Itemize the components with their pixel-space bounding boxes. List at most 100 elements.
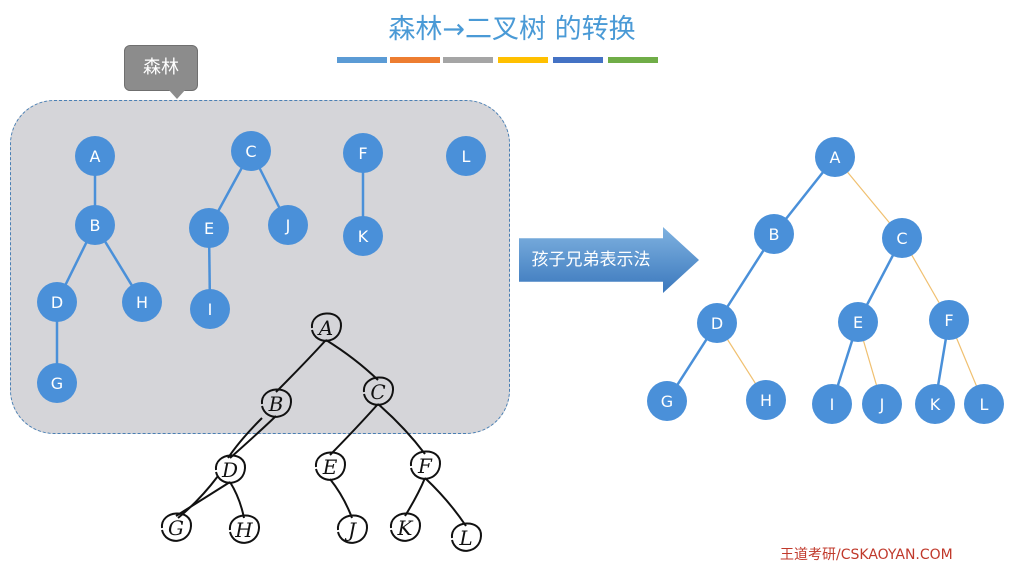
binary-nodes: A B C D H G E F I J K L	[647, 137, 1004, 424]
hand-edge-c-e	[329, 403, 379, 456]
hand-edge-d-h	[229, 481, 245, 519]
hand-node-outline	[336, 514, 369, 544]
hand-node-f: F	[409, 450, 442, 480]
binary-node-circle	[915, 384, 955, 424]
footer-text: 王道考研/CSKAOYAN.COM	[780, 547, 953, 563]
binary-node-label: I	[830, 395, 835, 414]
binary-node-g: G	[647, 381, 687, 421]
forest-node-circle	[190, 289, 230, 329]
hand-node-outline	[228, 514, 261, 544]
binary-node-c: C	[882, 218, 922, 258]
hand-node-label: C	[370, 380, 385, 404]
hand-node-outline	[450, 522, 483, 552]
binary-node-label: D	[711, 314, 723, 333]
hand-node-label: B	[268, 392, 284, 416]
hand-edge-e-j	[329, 478, 353, 519]
transform-arrow-label: 孩子兄弟表示法	[531, 250, 651, 270]
hand-node-a: A	[310, 312, 343, 342]
binary-node-k: K	[915, 384, 955, 424]
binary-node-a: A	[815, 137, 855, 177]
forest-node-circle	[75, 205, 115, 245]
forest-node-label: A	[90, 147, 101, 166]
forest-node-label: D	[51, 293, 63, 312]
hand-node-c: C	[362, 376, 395, 406]
forest-node-circle	[231, 131, 271, 171]
forest-node-d: D	[37, 282, 77, 322]
binary-node-b: B	[754, 214, 794, 254]
hand-edge-c-f	[377, 403, 426, 455]
forest-node-circle	[37, 363, 77, 403]
forest-node-circle	[343, 216, 383, 256]
hand-node-g: G	[160, 512, 193, 542]
binary-node-e: E	[838, 302, 878, 342]
forest-node-label: H	[136, 293, 148, 312]
binary-node-circle	[746, 380, 786, 420]
hand-edge-d-g	[175, 481, 231, 517]
title-bar-5	[553, 57, 603, 63]
hand-node-label: K	[397, 516, 414, 540]
binary-node-circle	[812, 384, 852, 424]
binary-node-label: J	[879, 395, 885, 414]
hand-node-label: A	[317, 316, 333, 340]
binary-edges	[665, 156, 985, 405]
forest-node-circle	[189, 208, 229, 248]
binary-node-label: A	[830, 148, 841, 167]
handwritten-tree: A B C D E F G H J K L	[160, 312, 483, 552]
forest-node-i: I	[190, 289, 230, 329]
binary-node-j: J	[862, 384, 902, 424]
forest-node-e: E	[189, 208, 229, 248]
binary-node-circle	[647, 381, 687, 421]
hand-node-e: E	[314, 451, 347, 481]
forest-node-label: I	[208, 300, 213, 319]
hand-node-label: F	[417, 454, 433, 478]
binary-node-circle	[838, 302, 878, 342]
forest-node-label: E	[204, 219, 214, 238]
forest-node-circle	[122, 282, 162, 322]
binary-node-circle	[882, 218, 922, 258]
binary-node-label: F	[944, 311, 953, 330]
forest-node-circle	[75, 136, 115, 176]
binary-node-label: E	[853, 313, 863, 332]
title-bar-6	[608, 57, 658, 63]
hand-node-outline	[389, 512, 422, 542]
hand-edge-f-l	[424, 477, 467, 527]
slide-title: 森林→二叉树 的转换	[388, 14, 636, 45]
binary-node-circle	[929, 300, 969, 340]
forest-node-circle	[268, 205, 308, 245]
binary-node-circle	[697, 303, 737, 343]
hand-node-label: J	[344, 518, 357, 542]
hand-node-outline	[214, 454, 247, 484]
hand-node-outline	[310, 312, 343, 342]
binary-node-label: L	[980, 395, 989, 414]
hand-node-outline	[362, 376, 395, 406]
forest-node-label: K	[358, 227, 369, 246]
hand-edge-b-d	[229, 415, 277, 459]
hand-node-l: L	[450, 522, 483, 552]
hand-node-outline	[409, 450, 442, 480]
forest-node-label: G	[51, 374, 63, 393]
binary-node-circle	[862, 384, 902, 424]
title-bar-1	[337, 57, 387, 63]
forest-node-label: B	[90, 216, 101, 235]
hand-node-d: D	[214, 454, 247, 484]
forest-node-h: H	[122, 282, 162, 322]
hand-node-j: J	[336, 514, 369, 544]
forest-node-label: C	[245, 142, 256, 161]
forest-node-a: A	[75, 136, 115, 176]
binary-node-l: L	[964, 384, 1004, 424]
hand-edge-a-b	[275, 339, 327, 393]
title-bar-4	[498, 57, 548, 63]
binary-node-h: H	[746, 380, 786, 420]
forest-node-circle	[446, 136, 486, 176]
forest-node-label: F	[358, 144, 367, 163]
binary-node-f: F	[929, 300, 969, 340]
hand-node-outline	[260, 388, 293, 418]
hand-node-outline	[160, 512, 193, 542]
binary-node-label: C	[896, 229, 907, 248]
hand-node-label: H	[234, 518, 253, 542]
hand-node-outline	[314, 451, 347, 481]
hand-node-k: K	[389, 512, 422, 542]
hand-node-b: B	[260, 388, 293, 418]
hand-node-label: L	[458, 526, 472, 550]
hand-node-label: G	[168, 516, 184, 540]
